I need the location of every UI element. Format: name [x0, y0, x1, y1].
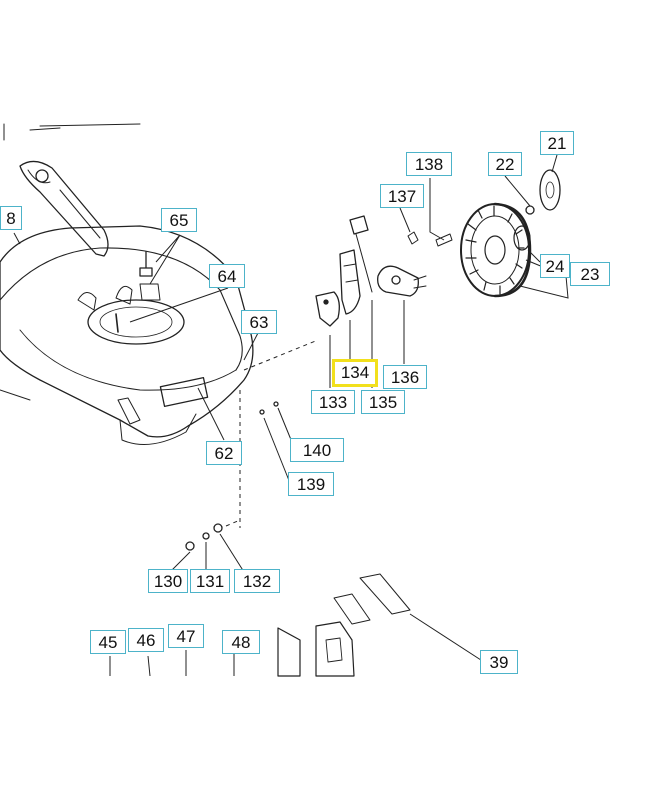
label-plate — [159, 376, 209, 408]
callout-23[interactable]: 23 — [570, 262, 610, 286]
part-135 — [349, 215, 369, 235]
part-130 — [185, 541, 195, 551]
callout-135[interactable]: 135 — [361, 390, 405, 414]
part-22 — [525, 205, 535, 215]
callout-39[interactable]: 39 — [480, 650, 518, 674]
callout-139[interactable]: 139 — [288, 472, 334, 496]
handle-bracket — [19, 160, 109, 257]
callout-133[interactable]: 133 — [311, 390, 355, 414]
callout-63[interactable]: 63 — [241, 310, 277, 334]
mower-deck — [0, 225, 254, 438]
part-140 — [273, 401, 279, 407]
lower-bracket — [277, 627, 301, 677]
part-131 — [202, 532, 210, 540]
part-21 — [539, 169, 561, 211]
stud-64 — [115, 313, 119, 333]
callout-64[interactable]: 64 — [209, 264, 245, 288]
frame-fragment — [3, 123, 141, 141]
callout-48[interactable]: 48 — [222, 630, 260, 654]
part-133 — [315, 291, 340, 327]
callout-8[interactable]: 8 — [0, 206, 22, 230]
part-136 — [377, 265, 419, 297]
callout-46[interactable]: 46 — [128, 628, 164, 652]
callout-22[interactable]: 22 — [488, 152, 522, 176]
part-139 — [259, 409, 265, 415]
part-132 — [213, 523, 223, 533]
callout-134-highlighted[interactable]: 134 — [332, 359, 378, 387]
bolt-65 — [139, 251, 153, 277]
callout-47[interactable]: 47 — [168, 624, 204, 648]
part-137 — [407, 231, 419, 245]
deck-opening — [87, 299, 185, 345]
callout-65[interactable]: 65 — [161, 208, 197, 232]
part-39-strip — [359, 573, 411, 615]
callout-138[interactable]: 138 — [406, 152, 452, 176]
callout-137[interactable]: 137 — [380, 184, 424, 208]
rear-wheel — [460, 202, 532, 298]
part-24 — [513, 225, 531, 251]
callout-131[interactable]: 131 — [190, 569, 230, 593]
callout-140[interactable]: 140 — [290, 438, 344, 462]
callout-132[interactable]: 132 — [234, 569, 280, 593]
part-134 — [339, 249, 361, 315]
callout-21[interactable]: 21 — [540, 131, 574, 155]
callout-62[interactable]: 62 — [206, 441, 242, 465]
callout-24[interactable]: 24 — [540, 254, 570, 278]
part-138 — [435, 233, 453, 247]
callout-130[interactable]: 130 — [148, 569, 188, 593]
callout-45[interactable]: 45 — [90, 630, 126, 654]
callout-136[interactable]: 136 — [383, 365, 427, 389]
